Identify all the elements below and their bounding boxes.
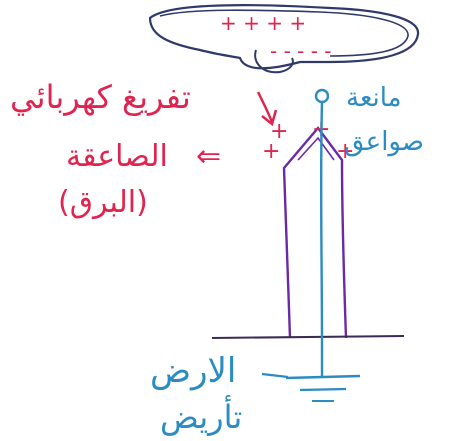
earthing-label: تأريض xyxy=(160,395,242,436)
discharge-label: تفريغ كهربائي xyxy=(10,78,191,116)
ground-label: الارض xyxy=(150,351,236,391)
discharge-arrow-head xyxy=(261,109,278,127)
lightning-rod: + + + + xyxy=(262,117,354,339)
cloud-negative-charges: - - - - - xyxy=(270,39,332,63)
discharge-arrow xyxy=(256,91,278,127)
rod-charge-right-mid: + xyxy=(336,139,354,164)
cloud-positive-charges: + + + + xyxy=(220,11,306,35)
lightning-label: الصاعقة xyxy=(66,139,168,174)
discharge-arrow-shaft xyxy=(256,91,274,123)
cloud: + + + + - - - - - xyxy=(148,4,420,74)
rod-charge-left-mid: + xyxy=(262,139,280,164)
rod-charge-left-top: + xyxy=(270,119,288,144)
rod-body-outline xyxy=(282,126,348,339)
rod-tip-ball xyxy=(314,88,330,104)
cloud-outline xyxy=(148,4,420,70)
discharge-label-group: تفريغ كهربائي الصاعقة (البرق) ⇐ xyxy=(10,78,221,220)
lightning-alt-label: (البرق) xyxy=(58,185,148,220)
ground-line xyxy=(211,335,405,339)
earth-bar-1 xyxy=(285,374,361,380)
conductor-wire xyxy=(314,88,330,376)
cloud-lower-loop xyxy=(254,49,294,74)
equivalence-arrow: ⇐ xyxy=(196,139,221,174)
wire-line xyxy=(319,101,324,376)
earth-leader xyxy=(261,372,289,379)
cloud-outline-scribble xyxy=(159,9,409,57)
rod-label-line2: صواعق xyxy=(344,127,424,157)
rod-label-line1: مانعة xyxy=(346,83,402,113)
earth-bar-2 xyxy=(299,387,347,392)
rod-tip-inner xyxy=(297,136,335,161)
earthing-symbol xyxy=(261,372,361,402)
